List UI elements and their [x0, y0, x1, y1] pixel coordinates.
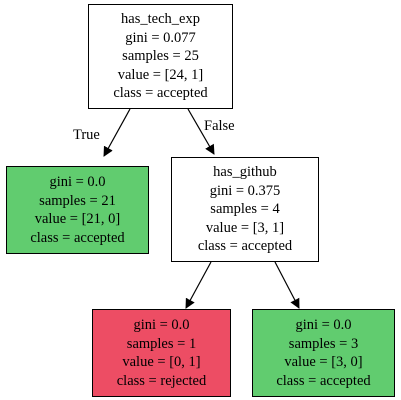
node-value: value = [24, 1]: [117, 66, 204, 83]
node-feature: has_tech_exp: [121, 11, 200, 28]
node-gini: gini = 0.0: [133, 317, 190, 333]
edge-has-github-to-leaf-accepted: [274, 261, 300, 309]
node-class: class = accepted: [197, 238, 293, 255]
node-samples: samples = 1: [126, 335, 197, 352]
tree-leaf-rejected: gini = 0.0 samples = 1 value = [0, 1] cl…: [92, 309, 231, 397]
tree-node-root: has_tech_exp gini = 0.077 samples = 25 v…: [88, 4, 233, 109]
node-class: class = accepted: [113, 85, 208, 102]
node-class: class = accepted: [30, 229, 125, 246]
edge-label-false: False: [204, 118, 235, 134]
node-samples: samples = 4: [210, 201, 280, 218]
node-samples: samples = 21: [39, 192, 116, 209]
node-feature: has_github: [213, 164, 277, 181]
tree-leaf-right-accepted: gini = 0.0 samples = 3 value = [3, 0] cl…: [252, 309, 395, 397]
node-gini: gini = 0.077: [125, 29, 196, 46]
node-gini: gini = 0.0: [295, 317, 352, 333]
node-gini: gini = 0.375: [209, 182, 281, 199]
node-class: class = accepted: [276, 372, 371, 389]
edge-root-to-has-github: [187, 108, 215, 155]
node-samples: samples = 25: [122, 48, 199, 65]
node-value: value = [3, 0]: [284, 354, 363, 370]
node-class: class = rejected: [116, 372, 207, 389]
node-gini: gini = 0.0: [49, 174, 106, 190]
edge-root-to-leaf-left: [103, 108, 131, 157]
node-value: value = [21, 0]: [34, 211, 121, 227]
edge-has-github-to-leaf-rejected: [185, 261, 212, 309]
tree-node-has-github: has_github gini = 0.375 samples = 4 valu…: [171, 157, 319, 262]
node-value: value = [0, 1]: [122, 354, 201, 370]
edge-label-true: True: [73, 127, 100, 143]
tree-leaf-left-accepted: gini = 0.0 samples = 21 value = [21, 0] …: [6, 166, 149, 254]
node-samples: samples = 3: [288, 335, 359, 352]
node-value: value = [3, 1]: [205, 219, 285, 236]
